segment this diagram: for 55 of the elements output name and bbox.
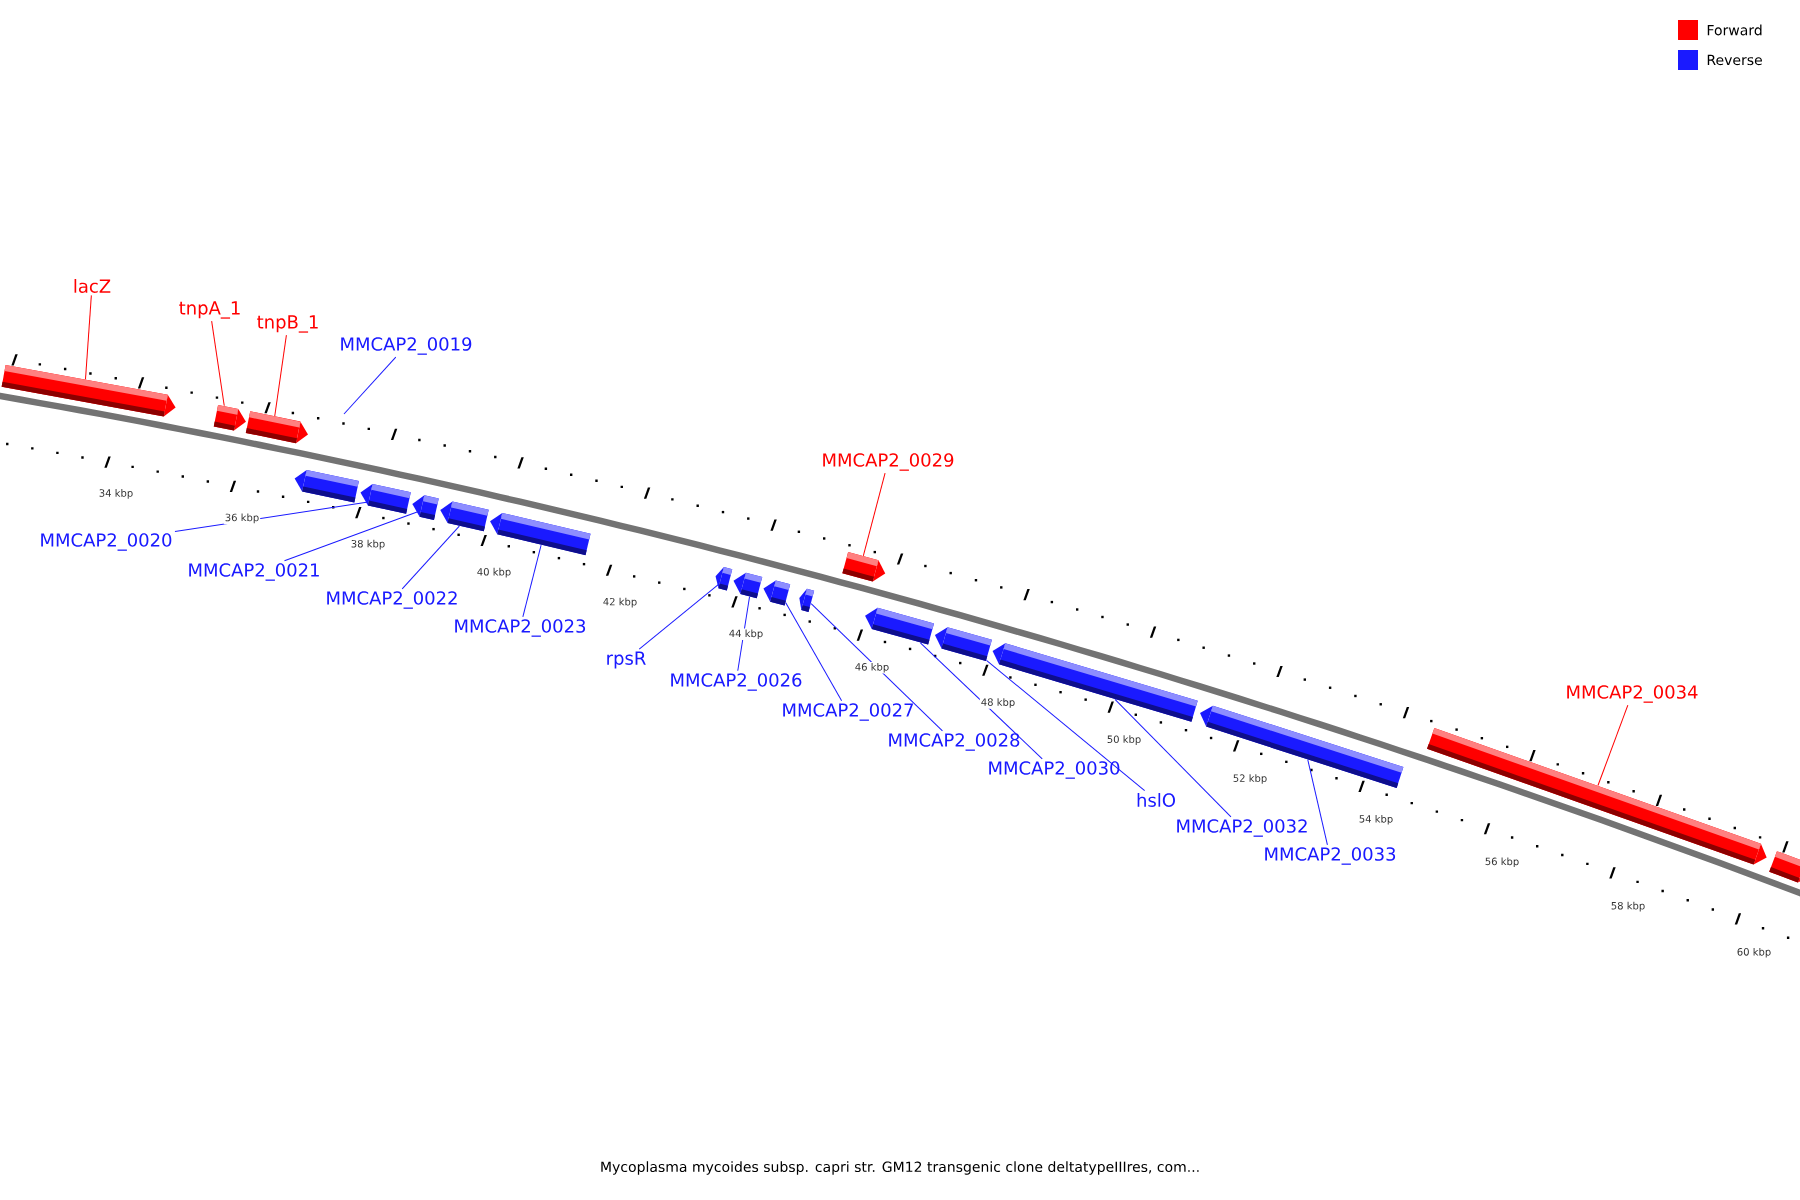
leader-line bbox=[522, 544, 542, 618]
gene-label: MMCAP2_0021 bbox=[189, 563, 319, 581]
gene-feature bbox=[1427, 727, 1767, 865]
gene-feature bbox=[1, 365, 176, 417]
gene-feature bbox=[360, 483, 411, 514]
gene-label: MMCAP2_0034 bbox=[1567, 685, 1698, 703]
gene-label: MMCAP2_0028 bbox=[889, 733, 1020, 751]
leader-line bbox=[986, 659, 1146, 792]
gene-label: MMCAP2_0029 bbox=[823, 453, 954, 471]
gene-feature bbox=[865, 607, 934, 645]
leader-line bbox=[810, 603, 943, 732]
gene-label: tnpB_1 bbox=[257, 315, 318, 333]
gene-feature bbox=[1769, 851, 1800, 883]
gene-feature bbox=[763, 580, 791, 606]
gene-label: rpsR bbox=[607, 651, 646, 669]
leader-line bbox=[211, 320, 225, 407]
gene-feature bbox=[992, 643, 1198, 722]
leader-line bbox=[343, 356, 397, 415]
gene-label: MMCAP2_0019 bbox=[341, 337, 472, 355]
leader-line bbox=[85, 294, 92, 380]
gene-feature bbox=[490, 512, 591, 556]
gene-feature bbox=[799, 588, 815, 612]
gene-label: tnpA_1 bbox=[179, 301, 240, 319]
gene-label: MMCAP2_0026 bbox=[671, 673, 802, 691]
gene-feature bbox=[412, 495, 439, 520]
gene-feature bbox=[1200, 705, 1404, 789]
gene-feature bbox=[934, 627, 992, 661]
gene-feature bbox=[733, 572, 763, 599]
leader-line bbox=[284, 510, 421, 562]
gene-label: lacZ bbox=[74, 279, 111, 293]
gene-label: MMCAP2_0020 bbox=[41, 533, 172, 551]
gene-feature bbox=[245, 411, 308, 444]
gene-label: MMCAP2_0023 bbox=[455, 619, 586, 637]
leader-line bbox=[1597, 704, 1629, 787]
gene-feature bbox=[715, 567, 733, 591]
gene-label: MMCAP2_0033 bbox=[1265, 847, 1396, 865]
leader-line bbox=[1307, 759, 1328, 846]
leader-line bbox=[1114, 698, 1232, 818]
gene-feature bbox=[842, 552, 886, 582]
leader-line bbox=[737, 596, 751, 672]
leader-line bbox=[174, 501, 369, 532]
gene-feature bbox=[440, 501, 489, 532]
leader-line bbox=[274, 334, 287, 417]
gene-label: hslO bbox=[1137, 793, 1175, 807]
leader-line bbox=[785, 602, 843, 702]
leader-line bbox=[401, 525, 460, 590]
gene-label: MMCAP2_0030 bbox=[989, 761, 1120, 779]
gene-feature bbox=[294, 469, 359, 503]
leader-line bbox=[919, 642, 1043, 760]
leader-line bbox=[862, 472, 886, 557]
gene-label: MMCAP2_0027 bbox=[783, 703, 913, 721]
gene-feature bbox=[213, 404, 246, 431]
leader-line bbox=[638, 583, 720, 650]
gene-label: MMCAP2_0032 bbox=[1177, 819, 1307, 837]
gene-label: MMCAP2_0022 bbox=[327, 591, 457, 609]
